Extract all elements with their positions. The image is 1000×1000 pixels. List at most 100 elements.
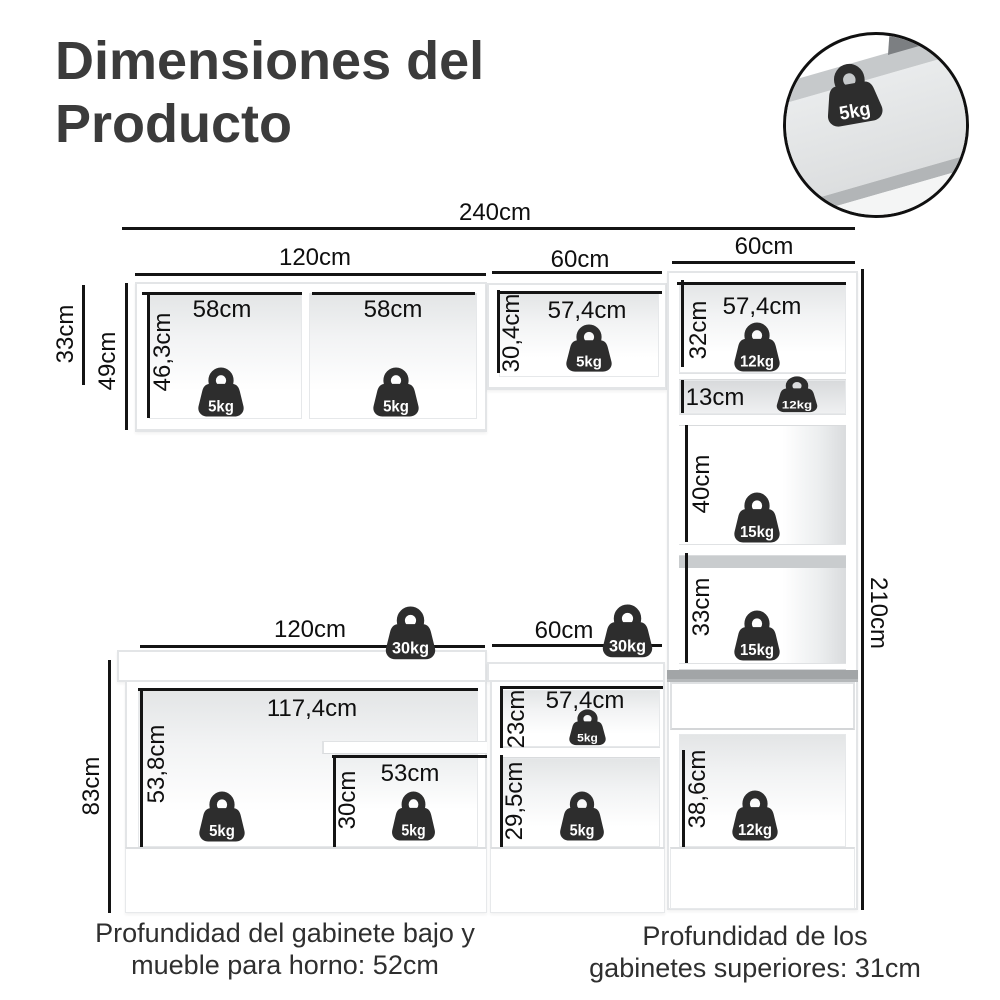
dim-line-total-width bbox=[122, 227, 855, 230]
tall-shelf-2 bbox=[679, 414, 846, 426]
weight-icon: 5kg bbox=[387, 791, 440, 843]
dim-label-23cm: 23cm bbox=[503, 689, 530, 749]
dim-label-304cm: 30,4cm bbox=[498, 293, 525, 373]
tall-drawer-gap bbox=[667, 679, 858, 682]
caption-upper-depth: Profundidad de los gabinetes superiores:… bbox=[575, 921, 935, 985]
weight-icon: 15kg bbox=[729, 610, 785, 663]
dim-label-83cm: 83cm bbox=[78, 756, 105, 816]
tall-drawer-front bbox=[670, 682, 855, 730]
dim-line-upper-mid-width bbox=[492, 271, 662, 274]
oven-ledge bbox=[322, 741, 487, 754]
weight-icon: 5kg bbox=[565, 709, 610, 747]
dim-line-base-mid-width bbox=[492, 644, 662, 647]
dim-line-304cm bbox=[497, 290, 500, 373]
dim-line-1174 bbox=[138, 688, 478, 691]
caption-base-depth-line1: Profundidad del gabinete bajo y bbox=[95, 918, 475, 948]
base-middle-plinth bbox=[490, 847, 665, 913]
dim-line-upper-left-width bbox=[135, 273, 486, 276]
tall-plinth bbox=[670, 847, 855, 909]
svg-text:5kg: 5kg bbox=[383, 398, 409, 415]
dim-line-32cm bbox=[681, 280, 684, 367]
weight-icon: 15kg bbox=[729, 492, 785, 545]
dim-line-58a bbox=[142, 292, 302, 295]
weight-icon: 5kg bbox=[813, 58, 891, 133]
dim-label-33cm-tall: 33cm bbox=[688, 577, 715, 637]
base-middle-shelf bbox=[500, 747, 660, 758]
caption-upper-depth-line1: Profundidad de los bbox=[642, 921, 868, 951]
dim-line-33cm-depth bbox=[82, 285, 85, 385]
dim-label-13cm: 13cm bbox=[685, 384, 745, 411]
tall-countertop-strip bbox=[667, 670, 858, 679]
tall-shelf-3-shadow bbox=[679, 556, 846, 568]
weight-icon: 30kg bbox=[380, 606, 441, 662]
caption-upper-depth-line2: gabinetes superiores: 31cm bbox=[589, 952, 921, 983]
base-middle-top bbox=[487, 662, 665, 682]
dim-label-295cm: 29,5cm bbox=[501, 761, 528, 841]
dim-line-58b bbox=[312, 292, 475, 295]
dim-label-um-574: 57,4cm bbox=[547, 297, 627, 324]
dim-label-33cm-depth: 33cm bbox=[52, 304, 79, 364]
weight-icon: 5kg bbox=[555, 791, 609, 843]
dim-label-58a: 58cm bbox=[192, 296, 252, 323]
svg-text:5kg: 5kg bbox=[838, 97, 872, 124]
weight-icon: 5kg bbox=[193, 367, 249, 419]
weight-icon: 5kg bbox=[194, 791, 250, 844]
weight-icon: 5kg bbox=[561, 324, 617, 374]
dim-line-30cm bbox=[333, 757, 336, 847]
tall-shelf-3 bbox=[679, 544, 846, 556]
weight-icon: 12kg bbox=[729, 322, 785, 374]
dim-line-53 bbox=[332, 755, 487, 758]
dim-line-33cm-tall bbox=[685, 553, 688, 663]
dim-label-538cm: 53,8cm bbox=[143, 724, 170, 804]
base-left-plinth bbox=[125, 847, 487, 913]
dim-label-40cm: 40cm bbox=[688, 454, 715, 514]
dim-line-295cm bbox=[500, 755, 503, 847]
dim-line-386cm bbox=[682, 750, 685, 847]
dim-line-538cm bbox=[140, 690, 143, 847]
dim-label-bm-574: 57,4cm bbox=[545, 687, 625, 714]
dim-line-463cm bbox=[147, 293, 150, 418]
dim-line-49cm bbox=[125, 283, 128, 430]
weight-icon: 12kg bbox=[772, 376, 822, 414]
tall-shelf-1 bbox=[679, 373, 846, 380]
dim-label-base-left-width: 120cm bbox=[273, 616, 347, 643]
dim-label-total-width: 240cm bbox=[458, 199, 532, 226]
dim-label-49cm: 49cm bbox=[94, 331, 121, 391]
caption-base-depth: Profundidad del gabinete bajo y mueble p… bbox=[90, 918, 480, 982]
dim-label-32cm: 32cm bbox=[685, 300, 712, 360]
dim-line-bm-574 bbox=[500, 686, 663, 689]
weight-icon: 30kg bbox=[597, 604, 658, 660]
dim-label-upper-left-width: 120cm bbox=[278, 244, 352, 271]
svg-text:30kg: 30kg bbox=[392, 640, 429, 658]
dim-line-base-left-width bbox=[140, 645, 485, 648]
svg-text:12kg: 12kg bbox=[782, 398, 812, 411]
svg-text:5kg: 5kg bbox=[576, 355, 602, 371]
weight-icon: 5kg bbox=[368, 367, 424, 419]
svg-text:5kg: 5kg bbox=[401, 823, 425, 840]
svg-text:5kg: 5kg bbox=[209, 823, 235, 840]
dim-label-tt-574: 57,4cm bbox=[722, 293, 802, 320]
svg-text:5kg: 5kg bbox=[570, 823, 595, 840]
svg-text:15kg: 15kg bbox=[740, 524, 774, 541]
weight-icon: 12kg bbox=[727, 790, 783, 843]
caption-base-depth-line2: mueble para horno: 52cm bbox=[131, 949, 439, 980]
dim-label-1174: 117,4cm bbox=[266, 695, 358, 722]
dim-line-um-574 bbox=[497, 291, 662, 294]
svg-text:30kg: 30kg bbox=[609, 638, 646, 656]
svg-text:12kg: 12kg bbox=[740, 353, 774, 370]
dim-line-tt-574 bbox=[677, 282, 846, 285]
dim-label-58b: 58cm bbox=[363, 296, 423, 323]
dim-label-total-height: 210cm bbox=[865, 576, 892, 650]
dim-label-base-mid-width: 60cm bbox=[534, 617, 594, 644]
dim-label-463cm: 46,3cm bbox=[149, 312, 176, 392]
dim-line-total-height bbox=[861, 269, 864, 910]
drawer-capacity-inset: 5kg bbox=[783, 32, 969, 218]
dim-label-53: 53cm bbox=[380, 760, 440, 787]
dim-line-83cm bbox=[108, 660, 111, 913]
dim-label-upper-mid-width: 60cm bbox=[550, 246, 610, 273]
dim-label-30cm: 30cm bbox=[334, 770, 361, 830]
svg-text:5kg: 5kg bbox=[208, 398, 234, 415]
page-title: Dimensiones del Producto bbox=[55, 31, 485, 154]
dim-line-tall-width bbox=[672, 261, 855, 264]
